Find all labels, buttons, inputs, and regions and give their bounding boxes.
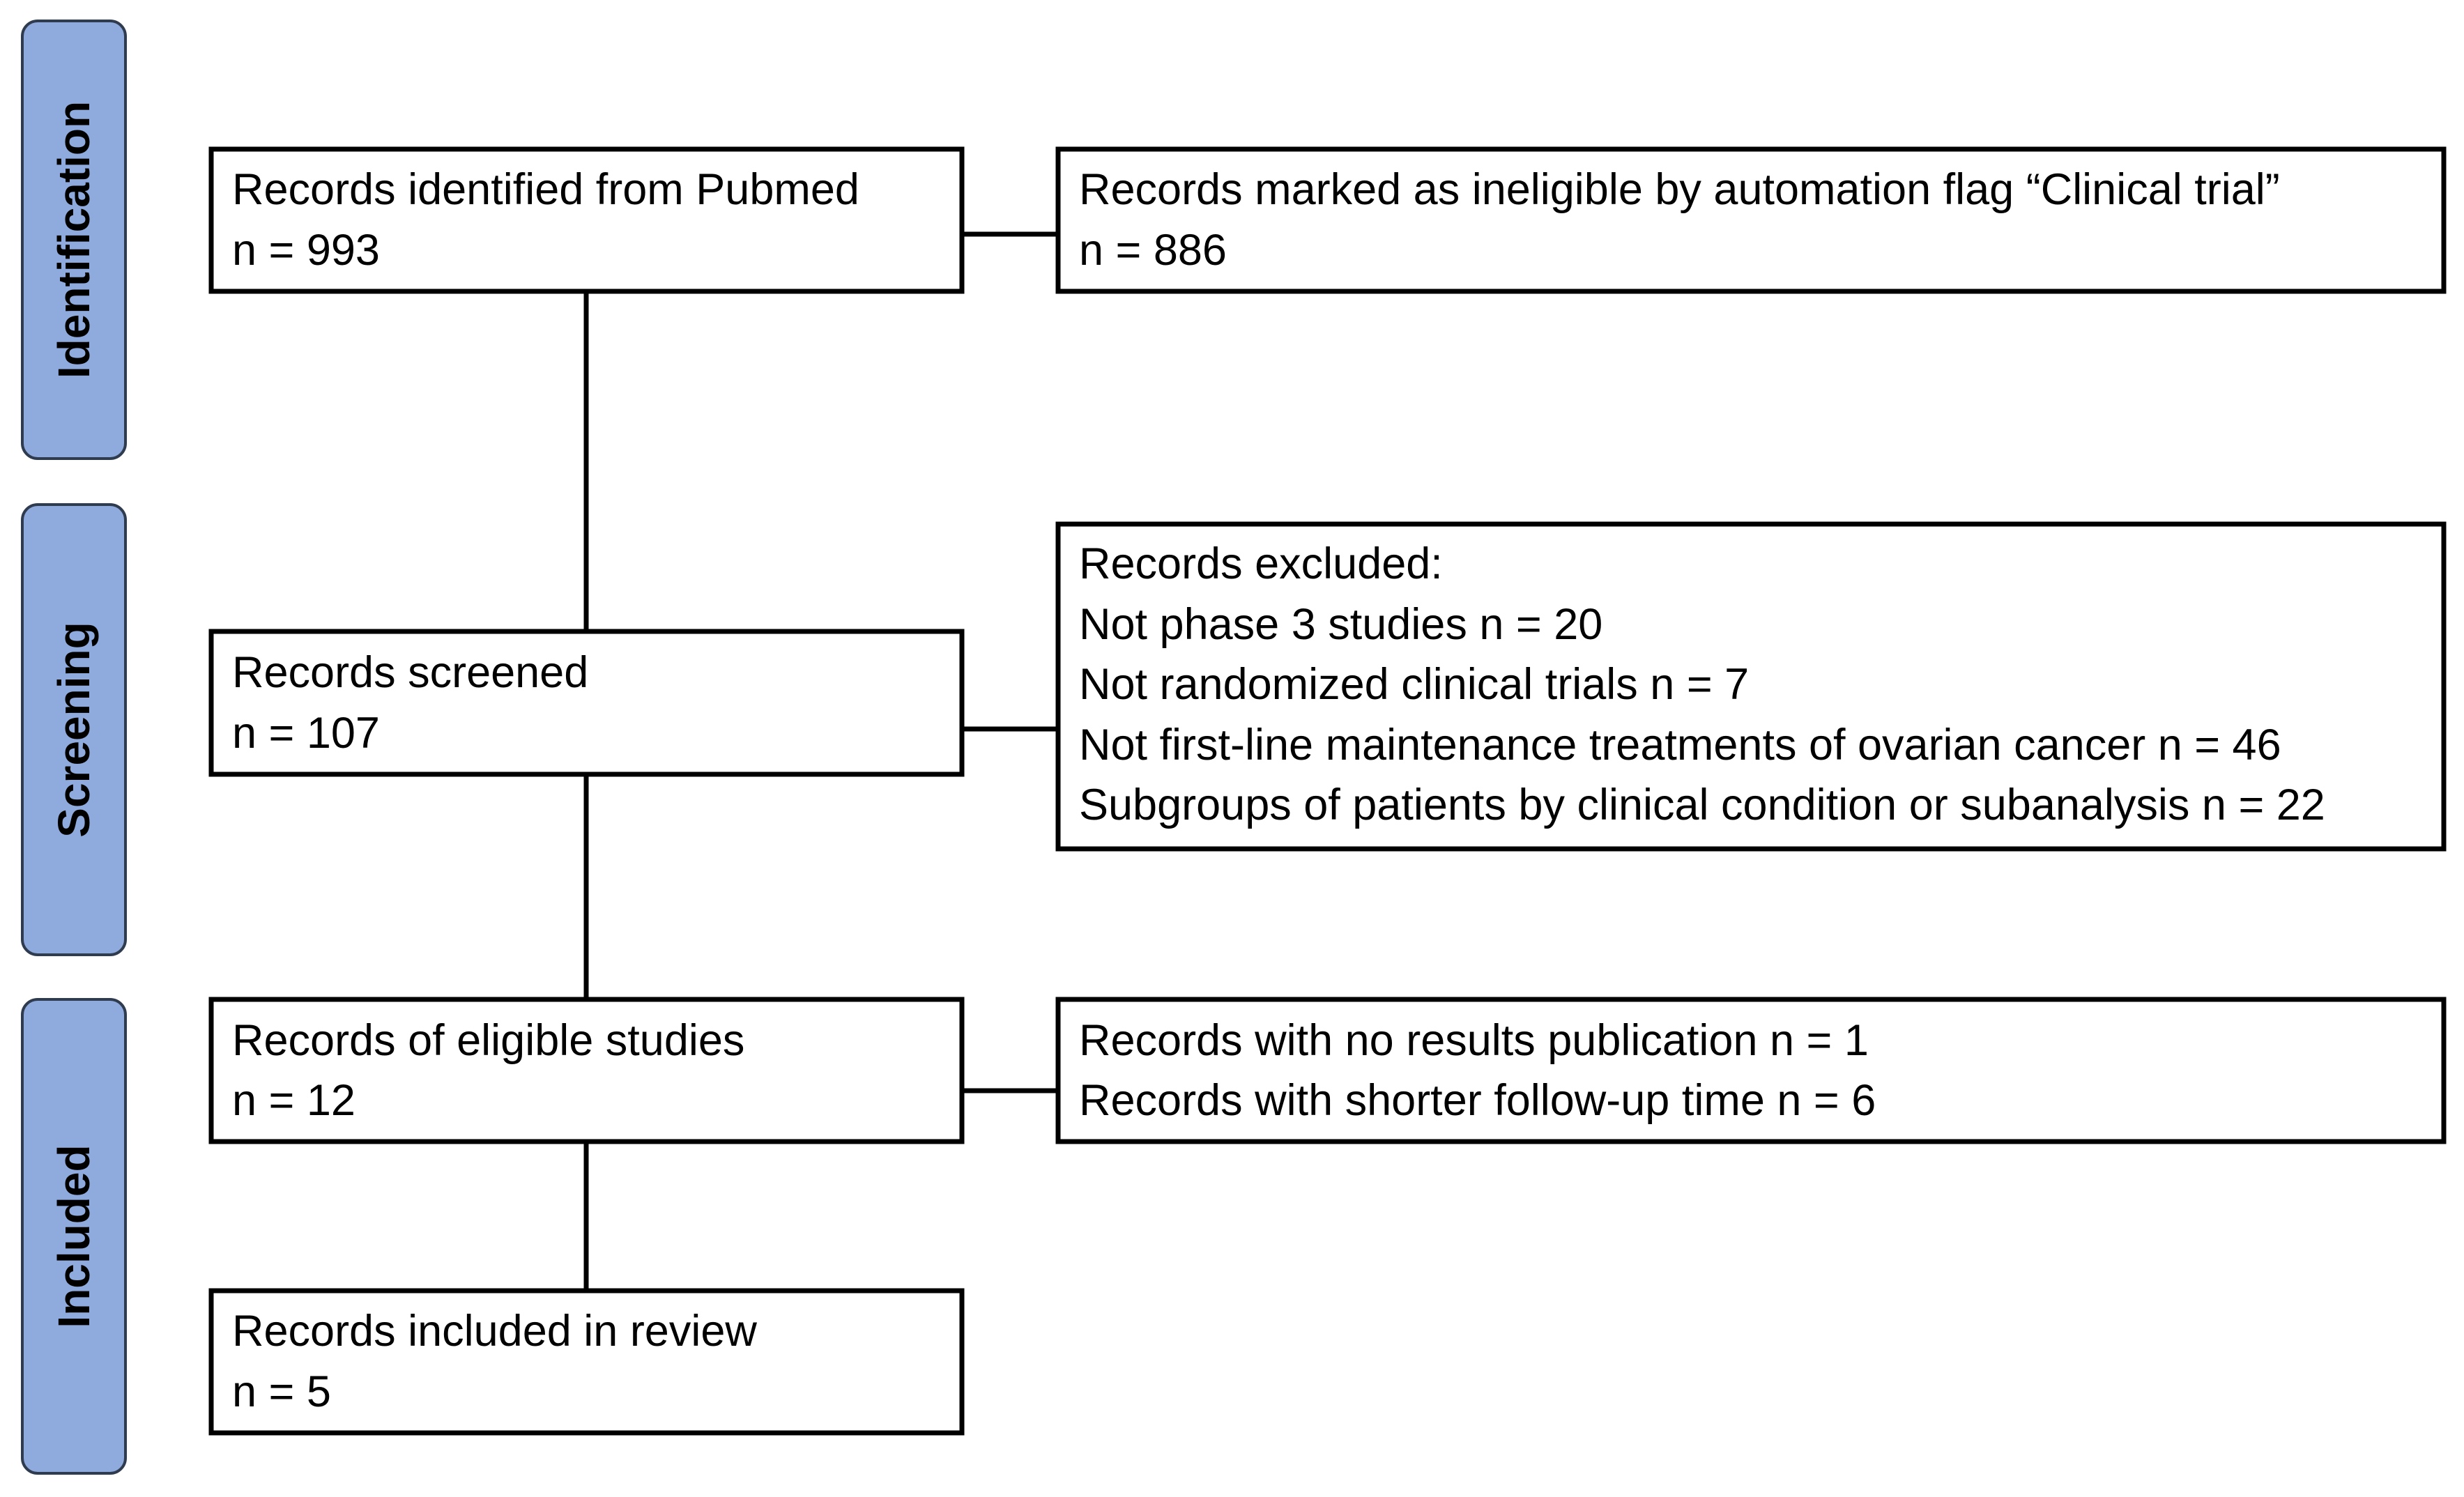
box-records-identified-count: n = 993 [232,226,380,275]
box-records-excluded-firstline: Not first-line maintenance treatments of… [1079,721,2281,769]
box-records-excluded-phase3: Not phase 3 studies n = 20 [1079,600,1602,649]
box-records-no-results: Records with no results publication n = … [1079,1016,1869,1065]
box-records-identified-title: Records identified from Pubmed [232,165,859,214]
box-records-ineligible: Records marked as ineligible by automati… [1055,146,2447,294]
box-records-included-count: n = 5 [232,1367,331,1416]
phase-identification: Identification [21,20,127,460]
box-records-eligible-excluded: Records with no results publication n = … [1055,997,2447,1144]
box-records-screened-title: Records screened [232,648,588,697]
box-records-screened: Records screened n = 107 [208,629,965,777]
phase-screening: Screening [21,503,127,956]
phase-label-screening: Screening [49,622,99,837]
box-records-ineligible-count: n = 886 [1079,226,1227,275]
box-records-identified: Records identified from Pubmed n = 993 [208,146,965,294]
box-records-eligible-count: n = 12 [232,1076,355,1125]
phase-label-identification: Identification [49,101,99,378]
box-records-eligible-title: Records of eligible studies [232,1016,744,1065]
box-records-included-title: Records included in review [232,1307,757,1356]
box-records-eligible: Records of eligible studies n = 12 [208,997,965,1144]
phase-label-included: Included [49,1144,99,1328]
box-records-ineligible-title: Records marked as ineligible by automati… [1079,165,2280,214]
connectors [583,231,1058,1291]
box-records-screened-count: n = 107 [232,709,380,758]
box-records-excluded: Records excluded: Not phase 3 studies n … [1055,521,2447,852]
box-records-excluded-subgroups: Subgroups of patients by clinical condit… [1079,781,2325,829]
phase-included: Included [21,998,127,1475]
box-records-excluded-title: Records excluded: [1079,539,1443,588]
box-records-excluded-randomized: Not randomized clinical trials n = 7 [1079,660,1749,709]
box-records-shorter-followup: Records with shorter follow-up time n = … [1079,1076,1876,1125]
box-records-included: Records included in review n = 5 [208,1288,965,1436]
